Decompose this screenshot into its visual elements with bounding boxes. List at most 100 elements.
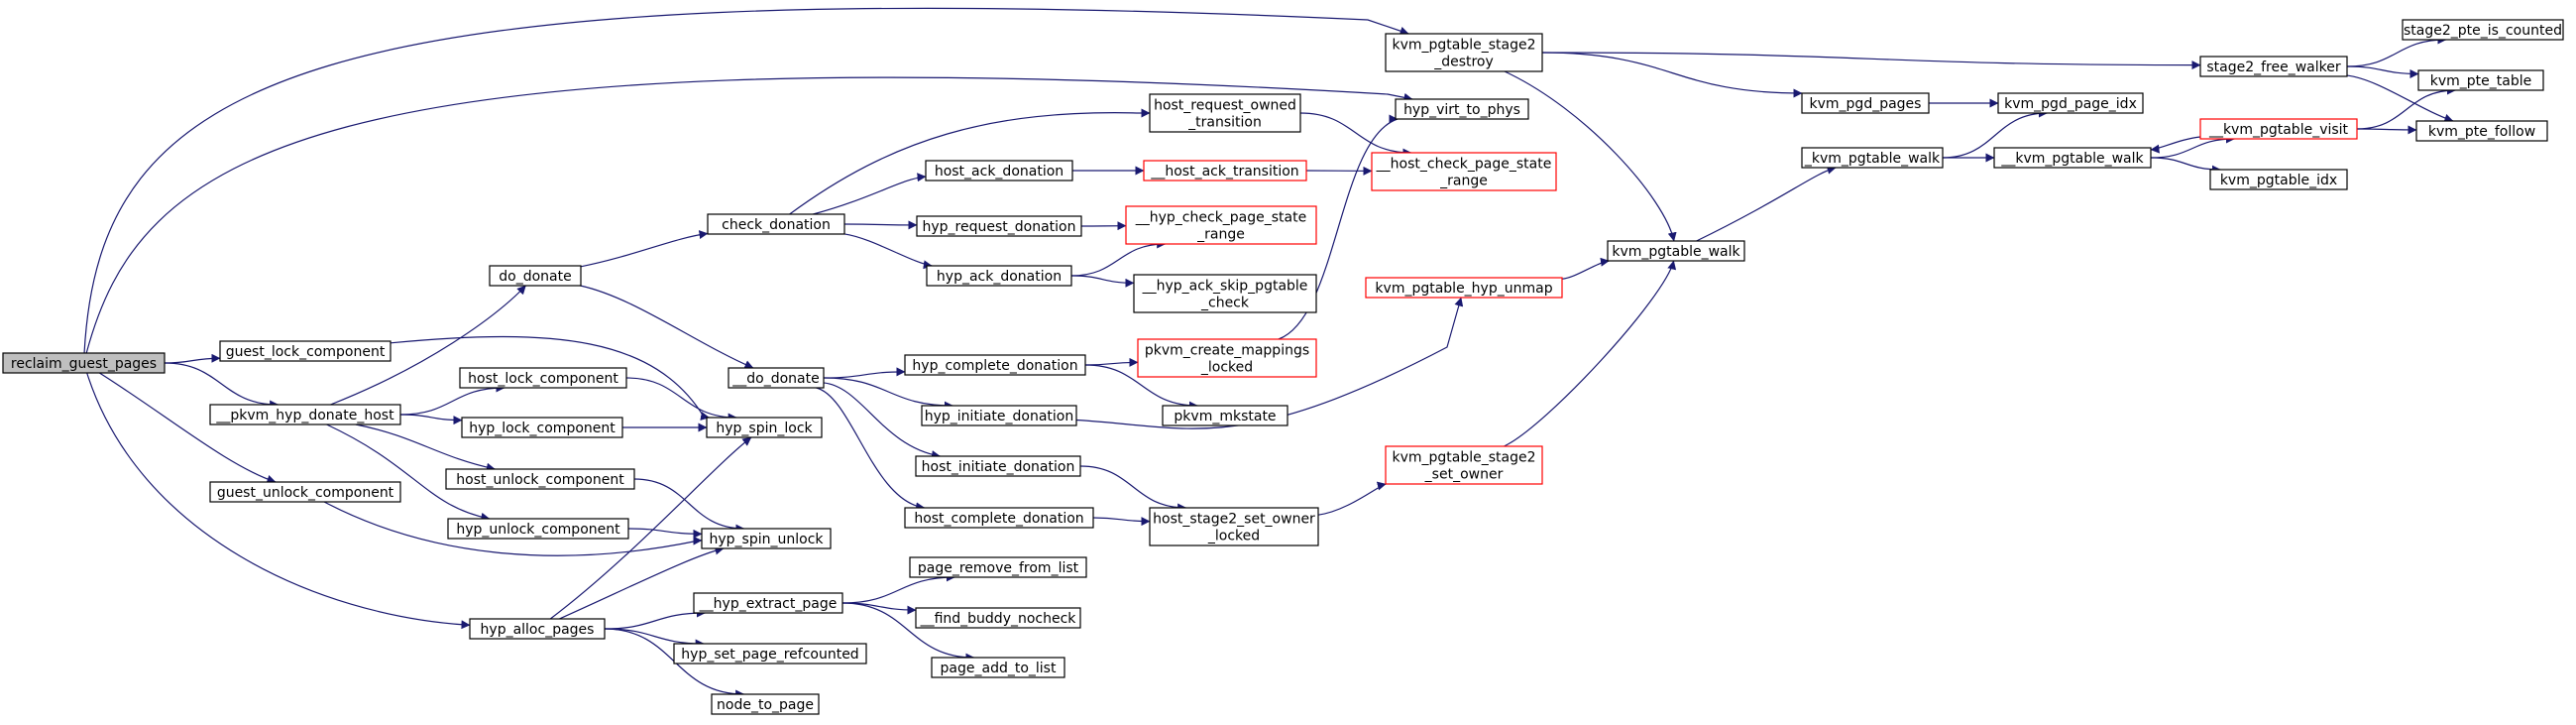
node-kvm-pgtable-visit[interactable]: __kvm_pgtable_visit (2199, 118, 2358, 140)
node-box (693, 592, 843, 614)
node-label: __hyp_extract_page (699, 596, 838, 612)
node-box (209, 481, 401, 503)
node-hyp-alloc-pages[interactable]: hyp_alloc_pages (469, 618, 606, 640)
node-stage2-free-walker[interactable]: stage2_free_walker (2199, 56, 2348, 77)
node-check-donation[interactable]: check_donation (707, 213, 845, 235)
node-host-unlock-component[interactable]: host_unlock_component (445, 468, 635, 490)
node-hyp-lock-component[interactable]: hyp_lock_component (461, 417, 623, 438)
node-do-donate[interactable]: __do_donate (728, 367, 825, 389)
node-label: hyp_lock_component (469, 421, 616, 436)
node-host-request-owned-transition[interactable]: host_request_owned_transition (1149, 93, 1301, 133)
node-hyp-initiate-donation[interactable]: hyp_initiate_donation (921, 405, 1077, 426)
edge-guest-unlock-component-to-hyp-spin-unlock (323, 501, 703, 556)
node-label: _locked (1200, 360, 1253, 376)
node-host-ack-transition[interactable]: __host_ack_transition (1143, 160, 1307, 181)
node-label: host_complete_donation (914, 511, 1083, 527)
node-box (1137, 338, 1317, 378)
node-box (909, 556, 1087, 578)
node-box (489, 265, 582, 287)
node-label: hyp_alloc_pages (481, 622, 595, 638)
node-host-check-page-state-range[interactable]: __host_check_page_state_range (1371, 152, 1557, 191)
node-label: host_stage2_set_owner (1153, 512, 1315, 528)
node-label: kvm_pgtable_stage2 (1392, 38, 1535, 54)
edge-kvm-pgtable-stage2-destroy-to-kvm-pgd-pages (1541, 52, 1803, 98)
node-label: __hyp_check_page_state (1135, 210, 1306, 226)
node-node-to-page[interactable]: node_to_page (711, 693, 820, 715)
node-kvm-pte-follow[interactable]: kvm_pte_follow (2415, 120, 2548, 142)
node-box (1371, 152, 1557, 191)
node-host-initiate-donation[interactable]: host_initiate_donation (915, 455, 1081, 477)
node-kvm-pgtable-idx[interactable]: kvm_pgtable_idx (2209, 169, 2348, 190)
node-hyp-ack-skip-pgtable-check[interactable]: __hyp_ack_skip_pgtable_check (1133, 274, 1317, 313)
node-label: _range (1196, 227, 1245, 243)
node-kvm-pgtable-hyp-unmap[interactable]: kvm_pgtable_hyp_unmap (1365, 277, 1563, 299)
node-hyp-ack-donation[interactable]: hyp_ack_donation (926, 265, 1072, 287)
node-hyp-spin-lock[interactable]: hyp_spin_lock (706, 417, 823, 438)
node-box (931, 657, 1065, 678)
edge-kvm-pgtable-visit-to-kvm-pte-follow (2356, 125, 2417, 135)
node-hyp-extract-page[interactable]: __hyp_extract_page (693, 592, 843, 614)
node-label: hyp_request_donation (923, 219, 1076, 235)
node-hyp-complete-donation[interactable]: hyp_complete_donation (904, 354, 1086, 376)
edge-check-donation-to-host-request-owned-transition (789, 108, 1151, 215)
node-kvm-pgd-page-idx[interactable]: kvm_pgd_page_idx (1997, 92, 2144, 114)
node-reclaim-guest-pages[interactable]: reclaim_guest_pages (2, 352, 166, 374)
node-hyp-check-page-state-range[interactable]: __hyp_check_page_state_range (1125, 205, 1317, 245)
node-guest-lock-component[interactable]: guest_lock_component (219, 340, 392, 362)
node-label: kvm_pgd_page_idx (2004, 96, 2137, 112)
node-kvm-pgtable-walk[interactable]: kvm_pgtable_walk (1607, 240, 1745, 262)
node-kvm-pgtable-stage2-set-owner[interactable]: kvm_pgtable_stage2_set_owner (1385, 445, 1543, 485)
node-host-complete-donation[interactable]: host_complete_donation (904, 507, 1094, 529)
edge-host-unlock-component-to-hyp-spin-unlock (633, 478, 745, 534)
node-label: kvm_pgtable_idx (2220, 173, 2337, 188)
node-box (2402, 19, 2564, 41)
node-page-remove-from-list[interactable]: page_remove_from_list (909, 556, 1087, 578)
node-stage2-pte-is-counted[interactable]: stage2_pte_is_counted (2402, 19, 2564, 41)
node-host-ack-donation[interactable]: host_ack_donation (925, 160, 1073, 181)
node-kvm-pgtable-walk[interactable]: _kvm_pgtable_walk (1801, 147, 1944, 169)
edge-reclaim-guest-pages-to-hyp-virt-to-phys (85, 76, 1413, 354)
node-box (2417, 69, 2544, 91)
node-label: _locked (1207, 529, 1260, 544)
node-label: hyp_complete_donation (912, 358, 1077, 374)
node-label: pkvm_create_mappings (1145, 343, 1309, 359)
edge-reclaim-guest-pages-to-hyp-alloc-pages (86, 372, 471, 630)
node-label: _range (1439, 174, 1488, 189)
node-hyp-unlock-component[interactable]: hyp_unlock_component (447, 518, 629, 540)
node-host-stage2-set-owner-locked[interactable]: host_stage2_set_owner_locked (1149, 507, 1319, 546)
edge-pkvm-hyp-donate-host-to-host-unlock-component (355, 423, 496, 472)
node-box (701, 528, 832, 549)
node-hyp-virt-to-phys[interactable]: hyp_virt_to_phys (1395, 98, 1529, 120)
node-pkvm-hyp-donate-host[interactable]: __pkvm_hyp_donate_host (209, 404, 401, 425)
node-hyp-set-page-refcounted[interactable]: hyp_set_page_refcounted (673, 643, 867, 665)
node-box (1385, 445, 1543, 485)
node-kvm-pgd-pages[interactable]: kvm_pgd_pages (1801, 92, 1930, 114)
edge-do-donate-to-hyp-complete-donation (823, 367, 906, 379)
node-label: reclaim_guest_pages (11, 356, 157, 372)
edge-kvm-pgtable-walk-to-kvm-pgd-page-idx (1942, 108, 2048, 159)
node-box (904, 354, 1086, 376)
node-kvm-pte-table[interactable]: kvm_pte_table (2417, 69, 2544, 91)
node-guest-unlock-component[interactable]: guest_unlock_component (209, 481, 401, 503)
node-hyp-spin-unlock[interactable]: hyp_spin_unlock (701, 528, 832, 549)
node-pkvm-create-mappings-locked[interactable]: pkvm_create_mappings_locked (1137, 338, 1317, 378)
edge-hyp-complete-donation-to-pkvm-create-mappings-locked (1084, 357, 1139, 367)
edge-hyp-alloc-pages-to-hyp-extract-page (604, 608, 706, 630)
node-box (2199, 118, 2358, 140)
node-host-lock-component[interactable]: host_lock_component (459, 367, 627, 389)
node-label: check_donation (722, 217, 831, 233)
node-hyp-request-donation[interactable]: hyp_request_donation (916, 215, 1082, 237)
node-box (915, 607, 1081, 629)
node-find-buddy-nocheck[interactable]: __find_buddy_nocheck (915, 607, 1081, 629)
node-box (1993, 147, 2152, 169)
node-page-add-to-list[interactable]: page_add_to_list (931, 657, 1065, 678)
node-box (925, 160, 1073, 181)
node-kvm-pgtable-stage2-destroy[interactable]: kvm_pgtable_stage2_destroy (1385, 33, 1543, 72)
node-box (1143, 160, 1307, 181)
node-pkvm-mkstate[interactable]: pkvm_mkstate (1162, 405, 1288, 426)
node-label: kvm_pgtable_stage2 (1392, 450, 1535, 466)
node-box (461, 417, 623, 438)
node-label: hyp_unlock_component (456, 522, 620, 538)
node-do-donate[interactable]: do_donate (489, 265, 582, 287)
node-kvm-pgtable-walk[interactable]: __kvm_pgtable_walk (1993, 147, 2152, 169)
